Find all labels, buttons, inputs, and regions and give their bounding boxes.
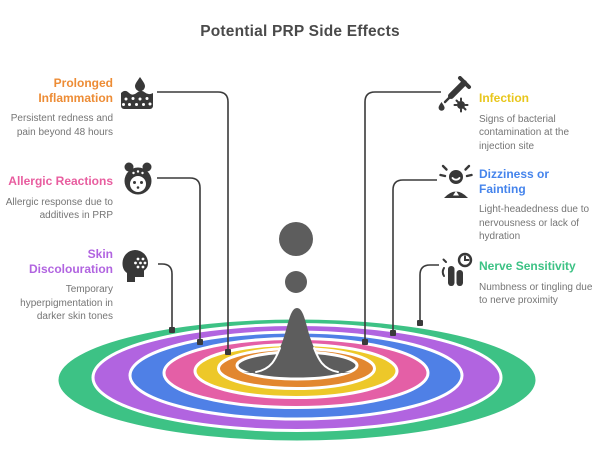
water-drop-large [279, 222, 313, 256]
connector-dizziness [392, 179, 437, 330]
effect-description: Light-headedness due to nervousness or l… [479, 204, 590, 243]
skin-discolouration-icon [122, 250, 148, 282]
effect-heading: Infection [479, 91, 529, 105]
effect-description: Numbness or tingling due to nerve proxim… [479, 281, 593, 307]
effect-heading: Prolonged Inflammation [38, 76, 113, 105]
connector-allergic-reactions [157, 177, 201, 339]
connector-skin-discolouration [158, 263, 173, 327]
splash-peak [243, 308, 351, 373]
effect-description: Temporary hyperpigmentation in darker sk… [20, 284, 113, 323]
connector-infection [364, 91, 441, 339]
effect-block-infection: Infection Signs of bacterial contaminati… [479, 91, 599, 153]
connector-prolonged-inflammation [157, 91, 229, 349]
effect-heading: Allergic Reactions [8, 174, 113, 188]
effect-heading: Nerve Sensitivity [479, 259, 576, 273]
connector-dot [225, 349, 231, 355]
water-drop-small [285, 271, 307, 293]
splash-curl-right [313, 347, 339, 373]
infection-dropper-icon [438, 76, 471, 113]
effect-description: Persistent redness and pain beyond 48 ho… [10, 113, 113, 138]
nerve-fingers-clock-icon [441, 252, 473, 286]
effect-description: Allergic response due to additives in PR… [5, 196, 113, 222]
connector-dot [197, 339, 203, 345]
effect-block-prolonged-inflammation: Prolonged Inflammation Persistent rednes… [3, 76, 113, 139]
page-title: Potential PRP Side Effects [200, 23, 400, 40]
connector-dot [417, 320, 423, 326]
inflammation-icon [121, 77, 153, 109]
splash-curl-left [255, 347, 281, 373]
effect-block-skin-discolouration: Skin Discolouration Temporary hyperpigme… [3, 247, 113, 324]
effect-heading: Skin Discolouration [28, 247, 113, 276]
connector-dot [390, 330, 396, 336]
allergic-face-icon [124, 162, 152, 195]
effect-block-allergic-reactions: Allergic Reactions Allergic response due… [3, 174, 113, 223]
connector-nerve-sensitivity [419, 264, 439, 320]
connector-dot [169, 327, 175, 333]
effect-block-nerve-sensitivity: Nerve Sensitivity Numbness or tingling d… [479, 259, 599, 308]
connector-dot [362, 339, 368, 345]
effect-block-dizziness: Dizziness or Fainting Light-headedness d… [479, 167, 599, 244]
effect-heading: Dizziness or Fainting [479, 167, 550, 196]
dizziness-person-icon [439, 164, 473, 198]
effect-description: Signs of bacterial contamination at the … [479, 113, 570, 152]
